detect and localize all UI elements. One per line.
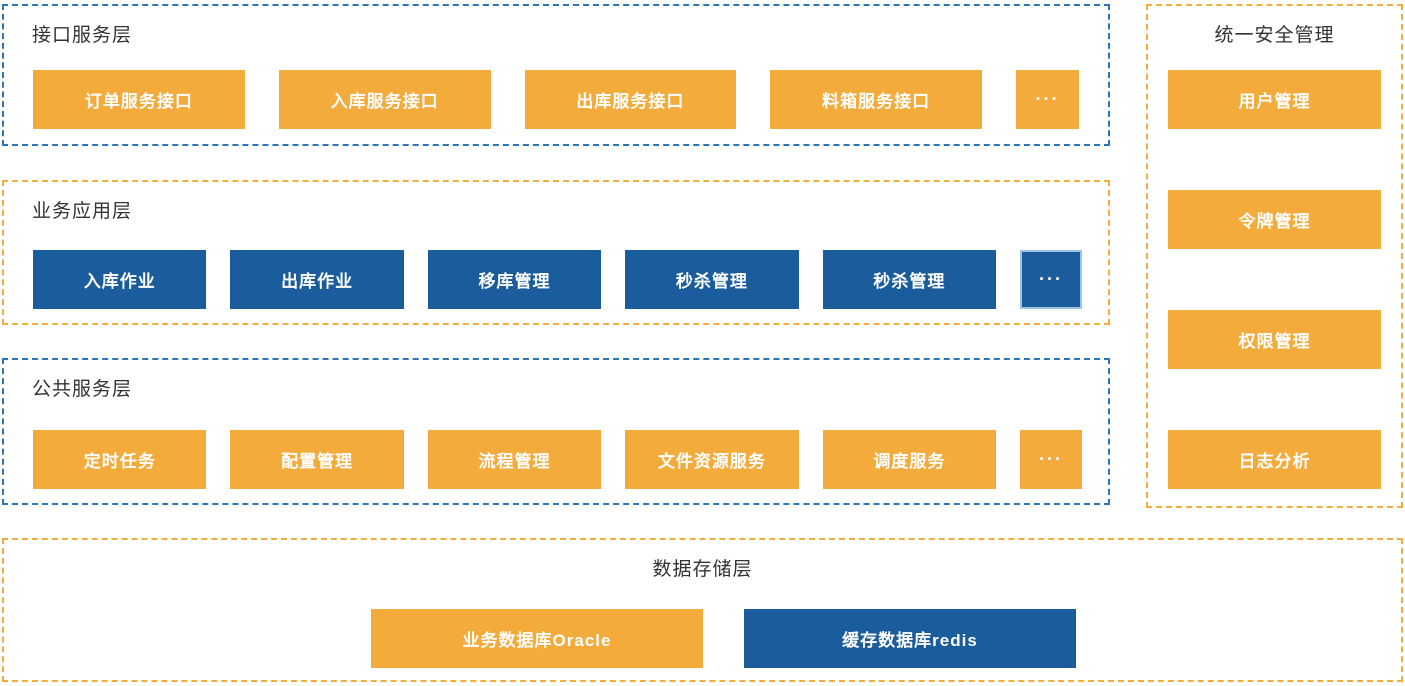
box-more-common: ··· bbox=[1020, 430, 1083, 489]
box-file-resource-service: 文件资源服务 bbox=[625, 430, 799, 489]
box-dispatch-service: 调度服务 bbox=[822, 430, 997, 489]
box-config-mgmt: 配置管理 bbox=[230, 430, 404, 489]
box-inbound-job: 入库作业 bbox=[33, 250, 207, 309]
interface-layer-button-row: 订单服务接口 入库服务接口 出库服务接口 料箱服务接口 ··· bbox=[33, 70, 1079, 129]
common-layer-button-row: 定时任务 配置管理 流程管理 文件资源服务 调度服务 ··· bbox=[33, 430, 1083, 489]
box-seckill-mgmt-1: 秒杀管理 bbox=[625, 250, 799, 309]
box-process-mgmt: 流程管理 bbox=[427, 430, 602, 489]
box-inbound-service-api: 入库服务接口 bbox=[278, 70, 491, 129]
box-bin-service-api: 料箱服务接口 bbox=[770, 70, 982, 129]
box-token-mgmt: 令牌管理 bbox=[1168, 190, 1381, 249]
common-layer-title: 公共服务层 bbox=[32, 379, 133, 400]
storage-layer-button-row: 业务数据库Oracle 缓存数据库redis bbox=[4, 609, 1401, 668]
business-application-layer-section: 业务应用层 入库作业 出库作业 移库管理 秒杀管理 秒杀管理 ··· bbox=[2, 180, 1110, 325]
box-order-service-api: 订单服务接口 bbox=[33, 70, 245, 129]
box-more-interface: ··· bbox=[1016, 70, 1079, 129]
data-storage-layer-section: 数据存储层 业务数据库Oracle 缓存数据库redis bbox=[2, 538, 1403, 682]
box-oracle-database: 业务数据库Oracle bbox=[371, 609, 703, 668]
storage-layer-title: 数据存储层 bbox=[652, 559, 753, 580]
box-permission-mgmt: 权限管理 bbox=[1168, 310, 1381, 369]
box-redis-database: 缓存数据库redis bbox=[744, 609, 1076, 668]
interface-service-layer-section: 接口服务层 订单服务接口 入库服务接口 出库服务接口 料箱服务接口 ··· bbox=[2, 4, 1110, 146]
box-seckill-mgmt-2: 秒杀管理 bbox=[822, 250, 997, 309]
common-service-layer-section: 公共服务层 定时任务 配置管理 流程管理 文件资源服务 调度服务 ··· bbox=[2, 358, 1110, 505]
business-layer-title: 业务应用层 bbox=[32, 201, 133, 222]
box-log-analysis: 日志分析 bbox=[1168, 430, 1381, 489]
box-move-mgmt: 移库管理 bbox=[427, 250, 602, 309]
box-outbound-job: 出库作业 bbox=[230, 250, 404, 309]
box-outbound-service-api: 出库服务接口 bbox=[524, 70, 737, 129]
box-more-business: ··· bbox=[1020, 250, 1083, 309]
box-timer-task: 定时任务 bbox=[33, 430, 207, 489]
business-layer-button-row: 入库作业 出库作业 移库管理 秒杀管理 秒杀管理 ··· bbox=[33, 250, 1083, 309]
interface-layer-title: 接口服务层 bbox=[32, 25, 133, 46]
unified-security-panel: 统一安全管理 用户管理 令牌管理 权限管理 日志分析 bbox=[1146, 4, 1403, 508]
box-user-mgmt: 用户管理 bbox=[1168, 70, 1381, 129]
security-panel-title: 统一安全管理 bbox=[1214, 25, 1335, 46]
